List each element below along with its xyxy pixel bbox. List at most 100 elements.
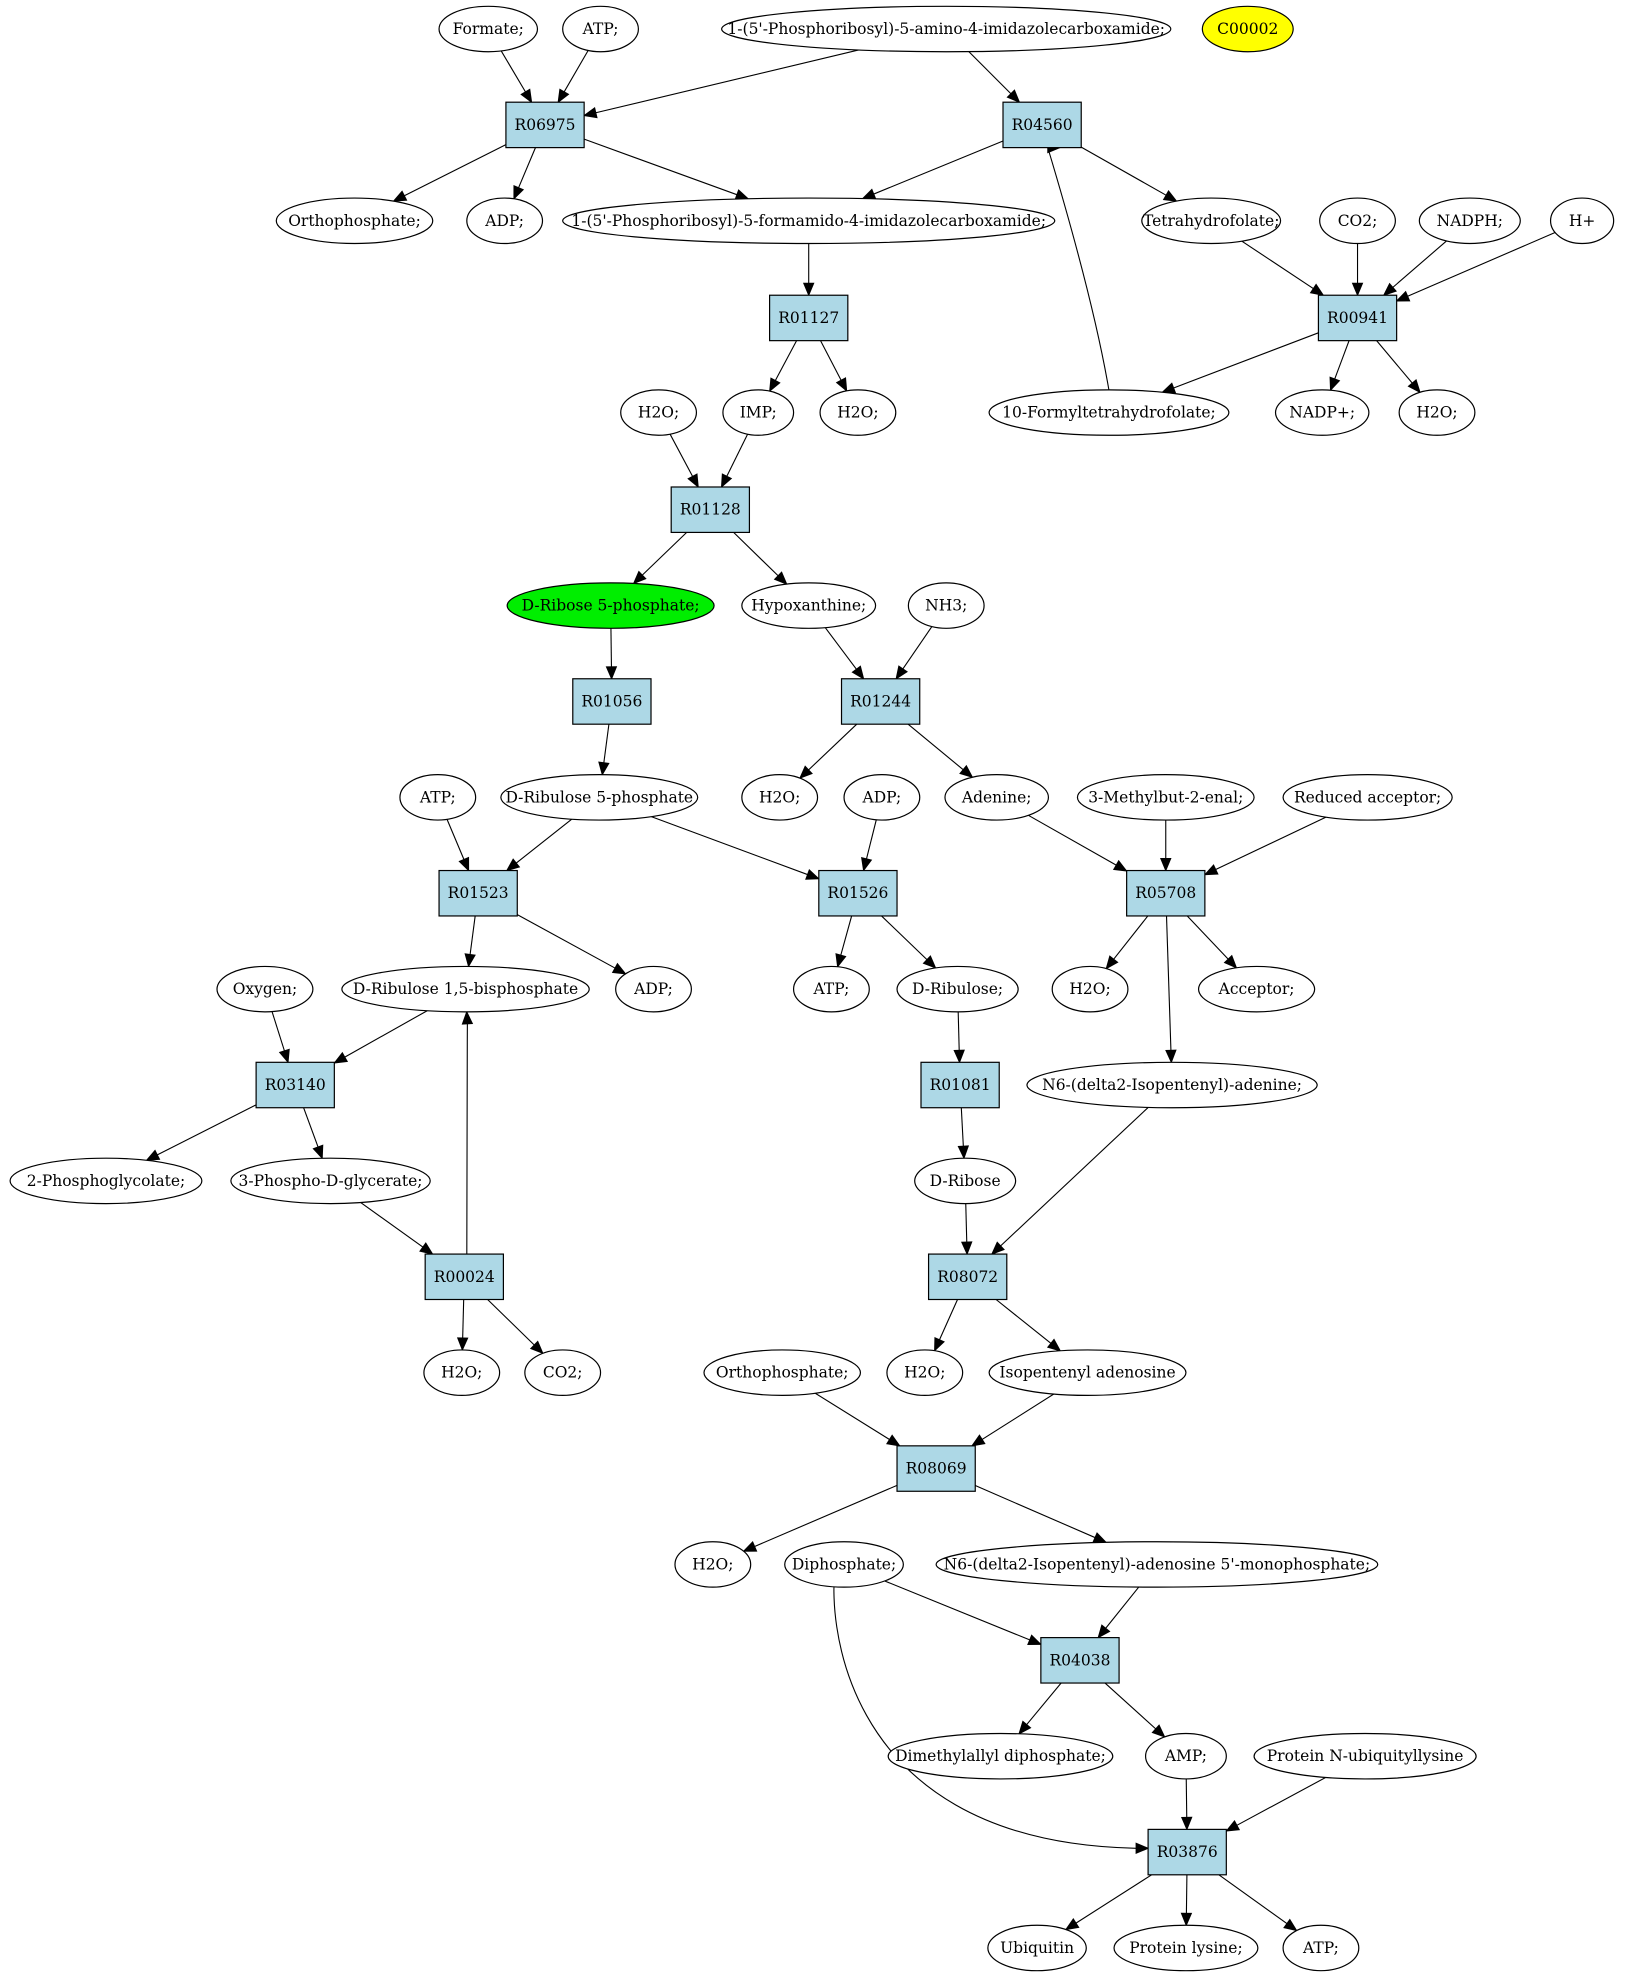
compound-node-ru5p[interactable]: D-Ribulose 5-phosphate [500,774,699,821]
reaction-node-r01128[interactable]: R01128 [670,486,751,534]
compound-node-h2o3[interactable]: H2O; [1398,389,1476,436]
compound-node-h2o5[interactable]: H2O; [1051,965,1129,1013]
compound-node-nadp[interactable]: NADP+; [1274,389,1370,436]
compound-node-adenine[interactable]: Adenine; [944,774,1050,821]
compound-node-pga[interactable]: 3-Phospho-D-glycerate; [230,1157,431,1205]
reaction-node-r01523[interactable]: R01523 [438,869,518,917]
compound-ellipse [1282,774,1453,821]
compound-ellipse [819,389,897,436]
edge-R00024-to-h2o6 [462,1299,465,1338]
compound-node-thf[interactable]: Tetrahydrofolate; [1141,197,1282,245]
compound-node-atp1[interactable]: ATP; [562,5,639,53]
compound-node-h2o2[interactable]: H2O; [819,389,897,436]
compound-node-hypox[interactable]: Hypoxanthine; [741,582,877,629]
reaction-node-r01081[interactable]: R01081 [920,1061,1000,1109]
reaction-node-r08072[interactable]: R08072 [927,1253,1008,1301]
compound-node-ribulose[interactable]: D-Ribulose; [896,965,1019,1013]
compound-node-formate[interactable]: Formate; [438,5,539,53]
node-label: Adenine; [961,788,1032,806]
compound-node-amp[interactable]: AMP; [1144,1732,1227,1780]
node-label: IMP; [740,404,777,422]
reaction-node-r01244[interactable]: R01244 [840,678,921,725]
arrowhead-R04038-to-amp [1151,1724,1166,1738]
reaction-node-r01526[interactable]: R01526 [818,869,898,917]
node-label: R06975 [515,116,576,134]
reaction-node-r01056[interactable]: R01056 [572,678,652,725]
compound-node-redacc[interactable]: Reduced acceptor; [1282,774,1453,821]
compound-node-h2o6[interactable]: H2O; [423,1349,501,1396]
arrowhead-redacc-to-R05708 [1203,864,1219,876]
compound-node-imp[interactable]: IMP; [722,389,795,436]
arrowhead-R03876-to-ubiquitin [1064,1918,1080,1931]
compound-node-nh3[interactable]: NH3; [907,582,985,629]
compound-node-diphos[interactable]: Diphosphate; [784,1541,904,1588]
compound-node-n6ade[interactable]: N6-(delta2-Isopentenyl)-adenine; [1026,1061,1318,1109]
edge-R04038-to-amp [1104,1682,1157,1730]
compound-ellipse [216,965,314,1013]
reaction-node-r04560[interactable]: R04560 [1002,101,1082,149]
compound-node-c00002[interactable]: C00002 [1201,5,1294,53]
compound-node-oxygen[interactable]: Oxygen; [216,965,314,1013]
compound-node-orthophos1[interactable]: Orthophosphate; [275,197,434,245]
compound-ellipse [438,5,539,53]
reaction-node-r08069[interactable]: R08069 [896,1445,976,1492]
compound-node-h2o4[interactable]: H2O; [741,774,819,821]
node-label: ATP; [813,980,850,998]
compound-node-co2b[interactable]: CO2; [524,1349,602,1396]
compound-node-co2a[interactable]: CO2; [1319,197,1396,245]
node-label: 3-Methylbut-2-enal; [1088,788,1243,806]
arrowhead-R01244-to-h2o4 [798,765,813,780]
compound-node-protubq[interactable]: Protein N-ubiquityllysine [1253,1732,1477,1780]
compound-node-atp2[interactable]: ATP; [399,774,477,821]
reaction-node-r05708[interactable]: R05708 [1126,869,1206,917]
reaction-node-r01127[interactable]: R01127 [769,294,849,342]
compound-node-hplus[interactable]: H+ [1549,197,1615,245]
compound-node-acceptor[interactable]: Acceptor; [1197,965,1316,1013]
node-label: R08072 [937,1268,998,1286]
edge-orthophos2-to-R08069 [814,1392,890,1440]
reaction-node-r00941[interactable]: R00941 [1317,294,1398,342]
compound-node-h2o8[interactable]: H2O; [674,1541,752,1588]
compound-node-pglycolate[interactable]: 2-Phosphoglycolate; [9,1157,203,1205]
edge-protubq-to-R03876 [1236,1776,1326,1826]
compound-node-nadph[interactable]: NADPH; [1418,197,1521,245]
compound-node-orthophos2[interactable]: Orthophosphate; [703,1349,862,1396]
compound-node-r5p[interactable]: D-Ribose 5-phosphate; [506,582,715,629]
compound-node-ubiquitin[interactable]: Ubiquitin [987,1924,1087,1972]
reaction-box [896,1445,976,1492]
compound-node-atp4[interactable]: ATP; [1282,1924,1360,1972]
reaction-node-r06975[interactable]: R06975 [505,101,585,149]
compound-node-atp3[interactable]: ATP; [792,965,870,1013]
compound-ellipse [524,1349,602,1396]
compound-node-adp3[interactable]: ADP; [615,965,692,1013]
compound-node-faicar[interactable]: 1-(5'-Phosphoribosyl)-5-formamido-4-imid… [562,197,1056,245]
compound-node-adp1[interactable]: ADP; [466,197,544,245]
arrowhead-R01056-to-ru5p [598,761,610,776]
node-label: R08069 [906,1460,967,1478]
node-label: R04038 [1049,1651,1110,1669]
edge-nh3-to-R01244 [902,626,933,670]
compound-node-dmapp[interactable]: Dimethylallyl diphosphate; [887,1732,1114,1780]
compound-ellipse [423,1349,501,1396]
compound-node-ipado[interactable]: Isopentenyl adenosine [988,1349,1187,1396]
reaction-node-r00024[interactable]: R00024 [424,1253,504,1301]
compound-node-h2o7[interactable]: H2O; [886,1349,964,1396]
reaction-node-r03876[interactable]: R03876 [1147,1828,1227,1876]
compound-node-protlys[interactable]: Protein lysine; [1113,1924,1259,1972]
compound-node-n6amp[interactable]: N6-(delta2-Isopentenyl)-adenosine 5'-mon… [935,1541,1379,1588]
reaction-box [1126,869,1206,917]
compound-node-methylbutenal[interactable]: 3-Methylbut-2-enal; [1076,774,1255,821]
compound-node-aicar[interactable]: 1-(5'-Phosphoribosyl)-5-amino-4-imidazol… [721,5,1172,53]
compound-node-rubp[interactable]: D-Ribulose 1,5-bisphosphate [341,965,590,1013]
node-label: N6-(delta2-Isopentenyl)-adenosine 5'-mon… [944,1555,1371,1573]
compound-ellipse [907,582,985,629]
compound-node-h2o1[interactable]: H2O; [620,389,698,436]
reaction-node-r04038[interactable]: R04038 [1040,1637,1120,1684]
compound-node-adp2[interactable]: ADP; [843,774,921,821]
reaction-node-r03140[interactable]: R03140 [255,1061,335,1109]
arrowhead-adp2-to-R01526 [861,857,873,872]
compound-node-fthf[interactable]: 10-Formyltetrahydrofolate; [988,389,1230,436]
compound-node-ribose[interactable]: D-Ribose [914,1157,1017,1205]
node-label: D-Ribulose; [912,980,1003,998]
